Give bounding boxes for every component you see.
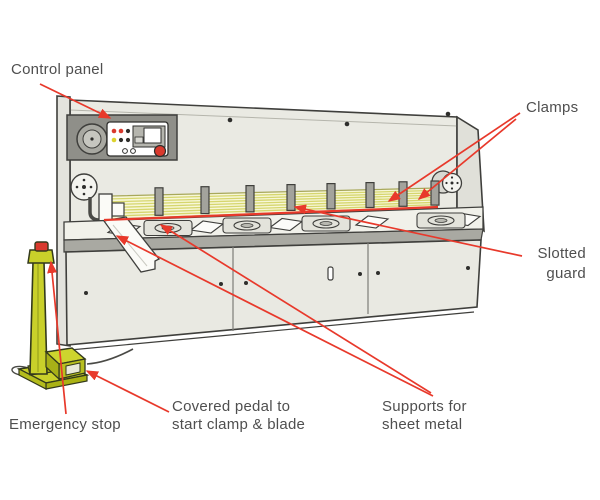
clamps xyxy=(154,180,440,216)
clamps-label: Clamps xyxy=(526,99,579,116)
cabinet xyxy=(65,239,482,351)
control-panel xyxy=(66,114,178,161)
support-plate xyxy=(301,215,351,232)
covered-pedal-label: Covered pedal to start clamp & blade xyxy=(172,398,306,433)
sheet-supports xyxy=(143,212,466,237)
estop-head xyxy=(27,249,55,264)
control-panel-arrow xyxy=(39,83,112,119)
base-plate-side xyxy=(18,368,47,390)
indicator-dark xyxy=(125,137,131,143)
emergency-stop-arrow xyxy=(47,260,67,415)
pedal-cable xyxy=(86,348,134,365)
bolt xyxy=(358,272,362,276)
clamps-arrow-1 xyxy=(387,112,521,202)
control-panel-label: Control panel xyxy=(11,61,104,78)
emergency-stop-station xyxy=(16,241,90,390)
indicator-yellow xyxy=(111,137,117,143)
indicator-red xyxy=(118,128,124,134)
support-arm-line xyxy=(112,224,148,267)
cabinet-base-line xyxy=(69,311,475,351)
indicator-dark xyxy=(125,128,131,134)
clamp-post xyxy=(245,185,255,213)
panel-button-white xyxy=(122,148,128,154)
pedal-hood-side xyxy=(45,350,60,381)
support-plate xyxy=(222,217,272,234)
emergency-stop-button xyxy=(34,241,49,252)
indicator-dark xyxy=(118,137,124,143)
clamp-post xyxy=(365,182,375,209)
support-plate xyxy=(416,212,466,229)
indicator-red xyxy=(111,128,117,134)
bolt xyxy=(445,111,451,117)
clamps-arrow-2 xyxy=(417,118,517,200)
support-plate xyxy=(143,219,193,237)
clamp-post xyxy=(326,183,336,210)
handwheel-center xyxy=(90,137,94,141)
display-key xyxy=(134,136,144,144)
bolt xyxy=(219,282,223,286)
door-handle xyxy=(327,266,334,281)
clamp-post xyxy=(154,187,164,216)
panel-button-white xyxy=(130,148,136,154)
left-flange xyxy=(70,173,98,201)
slotted-guard-label: Slotted guard xyxy=(537,245,586,282)
clamp-post xyxy=(430,180,440,206)
pedal-step xyxy=(65,362,81,376)
covered-pedal-arrow xyxy=(85,370,170,413)
supports-arrow-2 xyxy=(115,235,434,397)
beam-edge-line xyxy=(69,109,458,127)
supports-arrow-1 xyxy=(159,224,432,394)
emergency-stop-label: Emergency stop xyxy=(9,416,121,433)
slotted-guard-arrow xyxy=(293,204,523,257)
annotation-arrows xyxy=(39,83,523,415)
panel-button-red xyxy=(153,144,167,158)
conduit-pipe xyxy=(88,197,103,222)
bolt xyxy=(244,281,248,285)
covered-pedal xyxy=(44,347,87,381)
clamp-post xyxy=(286,184,296,212)
cabinet-face xyxy=(65,239,482,346)
supports-label: Supports for sheet metal xyxy=(382,398,467,433)
bolt xyxy=(227,117,233,123)
bolt xyxy=(344,121,350,127)
clamp-post xyxy=(200,186,210,215)
bolt xyxy=(376,271,380,275)
guard-extent-line xyxy=(103,205,439,222)
bolt xyxy=(466,266,470,270)
display-screen xyxy=(143,127,162,144)
bolt xyxy=(84,291,88,295)
